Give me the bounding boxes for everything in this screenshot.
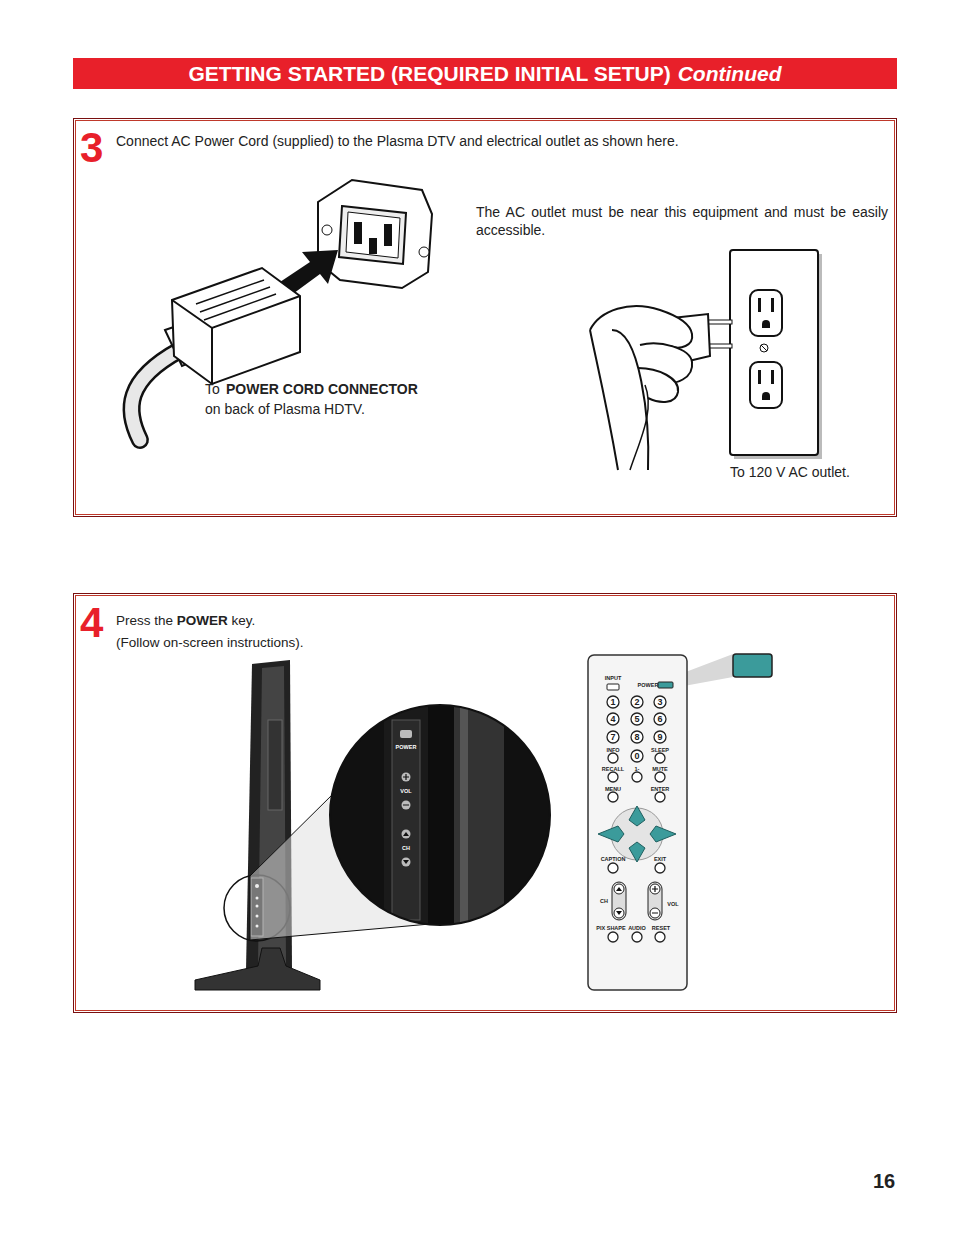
part-name: POWER CORD CONNECTOR	[226, 381, 418, 398]
number-key: 7	[610, 732, 615, 743]
ac-inlet	[318, 180, 432, 288]
step-instruction: Press the	[116, 613, 173, 628]
button-label: PIX SHAPE	[596, 925, 625, 932]
note-text: The AC outlet must be near this equipmen…	[476, 203, 888, 239]
number-key: 8	[634, 732, 639, 743]
step-note: (Follow on-screen instructions).	[116, 635, 304, 650]
button-label: VOL	[667, 901, 678, 908]
number-key: 6	[657, 714, 662, 725]
tv-button-label: POWER	[396, 744, 417, 751]
button-label: INPUT	[605, 675, 622, 682]
button-label: RESET	[652, 925, 670, 932]
step-instruction: Connect AC Power Cord (supplied) to the …	[116, 134, 679, 149]
number-key: 0	[634, 751, 639, 762]
button-label: MENU	[605, 786, 621, 793]
step-box: 4Press thePOWERkey.(Follow on-screen ins…	[73, 593, 897, 1013]
button-label: POWER	[638, 682, 659, 689]
number-key: 9	[657, 732, 662, 743]
hand-with-plug	[590, 306, 732, 470]
tv-button-label: CH	[402, 845, 410, 852]
remote-control	[588, 654, 772, 990]
instruction-text: Press the POWER key. (Follow on-screen inst…	[116, 609, 307, 652]
step-instruction: key.	[232, 613, 256, 628]
header-continued: Continued	[678, 62, 782, 86]
button-label: MUTE	[652, 766, 668, 773]
zoom-circle	[320, 700, 554, 940]
button-label: ENTER	[651, 786, 670, 793]
number-key: 2	[634, 697, 639, 708]
tv-button-label: VOL	[400, 788, 411, 795]
callout-text: on back of Plasma HDTV.	[205, 401, 365, 418]
button-label: EXIT	[654, 856, 666, 863]
callout-text: To 120 V AC outlet.	[730, 464, 850, 481]
key-name: POWER	[177, 613, 228, 628]
number-key: 4	[610, 714, 615, 725]
button-label: AUDIO	[628, 925, 646, 932]
button-label: CH	[600, 898, 608, 905]
button-label: INFO	[606, 747, 619, 754]
callout-text: To	[205, 381, 220, 398]
page-title: GETTING STARTED (REQUIRED INITIAL SETUP)	[188, 62, 670, 86]
step-number: 3	[80, 125, 103, 171]
wall-outlet	[730, 250, 822, 459]
number-key: 3	[657, 697, 662, 708]
step-number: 4	[80, 600, 103, 646]
button-label: SLEEP	[651, 747, 669, 754]
page-number: 16	[873, 1169, 895, 1193]
step-box: 3 Connect AC Power Cord (supplied) to the…	[73, 118, 897, 517]
button-label: RECALL	[602, 766, 624, 773]
number-key: 5	[634, 714, 639, 725]
button-label: 1-	[635, 766, 640, 773]
number-key: 1	[610, 697, 615, 708]
header-band: GETTING STARTED (REQUIRED INITIAL SETUP)…	[73, 58, 897, 89]
button-label: CAPTION	[601, 856, 626, 863]
